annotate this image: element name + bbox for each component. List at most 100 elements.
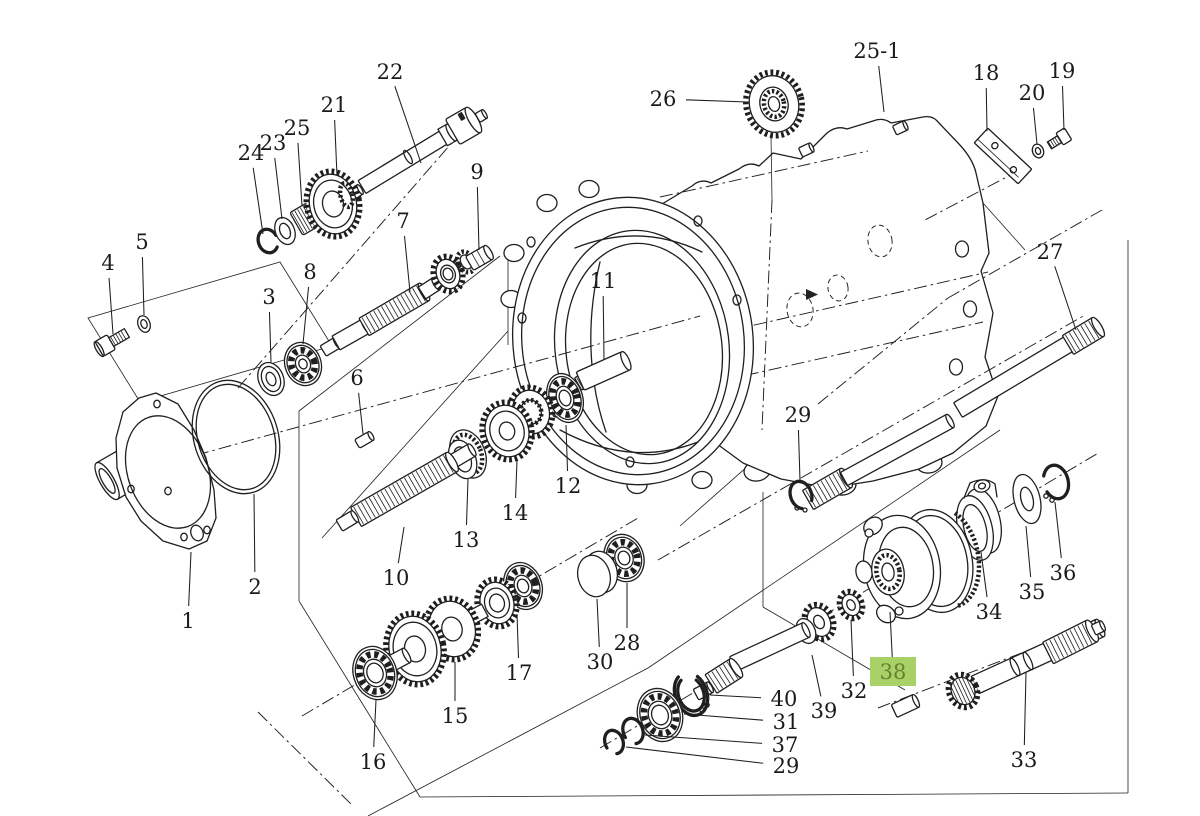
highlight-box [870, 657, 916, 686]
svg-text:30: 30 [587, 650, 614, 674]
svg-text:29: 29 [785, 403, 812, 427]
svg-text:19: 19 [1049, 59, 1076, 83]
part-label-26: 26 [650, 87, 748, 111]
part-label-27: 27 [1037, 240, 1077, 331]
svg-text:7: 7 [396, 209, 409, 233]
side-plate-group [974, 127, 1072, 185]
part-label-15: 15 [442, 662, 469, 728]
part-label-23: 23 [260, 131, 287, 220]
part-label-2: 2 [248, 493, 262, 599]
part-label-25: 25 [284, 116, 311, 207]
part-label-7: 7 [396, 209, 411, 293]
svg-text:28: 28 [614, 631, 641, 655]
svg-text:1: 1 [181, 609, 194, 633]
svg-text:25-1: 25-1 [853, 39, 900, 63]
part-label-11: 11 [590, 269, 617, 360]
svg-text:23: 23 [260, 131, 287, 155]
svg-text:38: 38 [880, 660, 907, 684]
svg-text:16: 16 [360, 750, 387, 774]
part-label-13: 13 [453, 478, 480, 552]
shaft-11 [575, 350, 632, 391]
part-label-8: 8 [302, 260, 317, 345]
gasket [191, 379, 281, 495]
part-label-29: 29 [625, 746, 799, 778]
part-label-20: 20 [1019, 81, 1046, 145]
part-label-35: 35 [1019, 525, 1046, 604]
svg-text:21: 21 [321, 93, 348, 117]
planetary-group [692, 463, 1071, 701]
part-label-3: 3 [262, 285, 276, 363]
rear-cover [94, 392, 217, 550]
part-label-16: 16 [360, 699, 387, 774]
part-label-25-1: 25-1 [853, 39, 901, 113]
svg-text:11: 11 [590, 269, 617, 293]
gear-26 [743, 69, 805, 139]
svg-text:32: 32 [841, 679, 868, 703]
svg-text:31: 31 [773, 710, 800, 734]
part-label-39: 39 [811, 654, 838, 723]
svg-text:14: 14 [502, 501, 529, 525]
part-label-12: 12 [555, 424, 582, 498]
part-label-32: 32 [841, 619, 868, 703]
part-label-38-highlighted: 38 [870, 611, 916, 686]
bearing-and-plug [576, 533, 645, 598]
counter-gear-cluster [352, 561, 544, 701]
idler-shaft-assembly [256, 106, 488, 255]
part-label-30: 30 [587, 598, 614, 674]
part-label-21: 21 [321, 93, 348, 177]
svg-text:25: 25 [284, 116, 311, 140]
part-label-4: 4 [101, 251, 115, 335]
svg-text:18: 18 [973, 61, 1000, 85]
part-label-29: 29 [785, 403, 812, 482]
part-label-6: 6 [350, 366, 364, 435]
svg-text:5: 5 [135, 230, 148, 254]
part-label-5: 5 [135, 230, 149, 316]
output-shaft-33 [891, 618, 1107, 718]
svg-text:33: 33 [1011, 748, 1038, 772]
pto-shaft [953, 316, 1106, 418]
bottom-bearing-group [602, 670, 710, 756]
svg-text:10: 10 [383, 566, 410, 590]
part-label-36: 36 [1050, 501, 1077, 585]
svg-text:12: 12 [555, 474, 582, 498]
part-label-40: 40 [709, 687, 798, 711]
svg-text:26: 26 [650, 87, 677, 111]
svg-text:6: 6 [350, 366, 363, 390]
svg-text:20: 20 [1019, 81, 1046, 105]
reverse-shaft [788, 413, 955, 513]
svg-text:39: 39 [811, 699, 838, 723]
drain-bolt [93, 315, 151, 358]
part-label-9: 9 [470, 160, 484, 251]
part-label-28: 28 [614, 583, 641, 655]
part-label-34: 34 [976, 551, 1002, 624]
part-label-33: 33 [1011, 671, 1038, 772]
part-label-14: 14 [502, 460, 529, 525]
svg-text:27: 27 [1037, 240, 1064, 264]
part-label-24: 24 [238, 141, 265, 235]
svg-text:40: 40 [771, 687, 798, 711]
svg-text:37: 37 [772, 733, 799, 757]
svg-text:3: 3 [262, 285, 275, 309]
svg-text:36: 36 [1050, 561, 1077, 585]
svg-text:4: 4 [101, 251, 114, 275]
part-label-19: 19 [1049, 59, 1076, 131]
svg-text:35: 35 [1019, 580, 1046, 604]
part-label-18: 18 [973, 61, 1000, 132]
svg-text:17: 17 [506, 661, 533, 685]
svg-text:15: 15 [442, 704, 469, 728]
svg-text:8: 8 [303, 260, 316, 284]
part-label-37: 37 [644, 733, 799, 757]
input-shaft [257, 244, 494, 397]
part-label-10: 10 [383, 526, 410, 590]
svg-text:24: 24 [238, 141, 265, 165]
part-label-31: 31 [683, 710, 800, 734]
part-label-22: 22 [377, 60, 422, 164]
part-label-17: 17 [506, 613, 533, 685]
svg-text:13: 13 [453, 528, 480, 552]
main-shaft-cluster [335, 369, 597, 532]
svg-text:9: 9 [470, 160, 483, 184]
svg-text:2: 2 [248, 575, 261, 599]
svg-text:22: 22 [377, 60, 404, 84]
